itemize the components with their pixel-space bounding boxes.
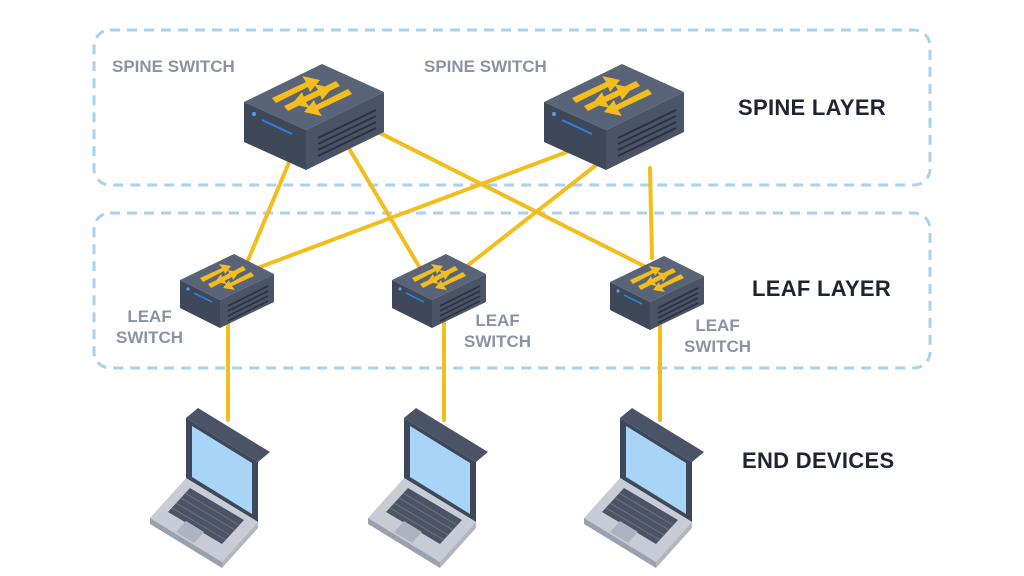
leaf-switch-3-label-line2: SWITCH — [684, 337, 752, 356]
link-spine2-leaf3 — [648, 166, 654, 260]
leaf-layer-box — [92, 211, 932, 370]
laptop-1-icon — [149, 407, 271, 569]
spine-switch-1-label: SPINE SWITCH — [112, 57, 235, 76]
laptop-2-icon — [367, 407, 489, 569]
leaf-layer-title: LEAF LAYER — [752, 276, 892, 301]
leaf-switch-1-label-line1: LEAF — [127, 307, 172, 326]
leaf-switch-3-label: LEAF SWITCH — [684, 315, 751, 357]
link-spine2-leaf2 — [460, 160, 602, 272]
link-spine1-leaf2 — [348, 148, 422, 270]
leaf-switch-2-label-line2: SWITCH — [464, 332, 532, 351]
leaf-switch-2-label-line1: LEAF — [475, 311, 520, 330]
network-links — [226, 130, 662, 422]
leaf-switch-1-label: LEAF SWITCH — [116, 306, 183, 348]
spine-layer-title: SPINE LAYER — [738, 95, 886, 120]
leaf-switch-1-label-line2: SWITCH — [116, 328, 184, 347]
leaf-switch-2-label: LEAF SWITCH — [464, 310, 531, 352]
link-spine2-leaf1 — [250, 148, 574, 272]
laptop-3-icon — [583, 407, 705, 569]
spine-switch-1-icon — [243, 63, 385, 171]
end-devices-title: END DEVICES — [742, 448, 895, 473]
spine-layer-box — [92, 28, 932, 187]
link-spine1-leaf1 — [241, 158, 292, 274]
spine-switch-2-label: SPINE SWITCH — [424, 57, 547, 76]
leaf-switch-3-label-line1: LEAF — [695, 316, 740, 335]
link-spine1-leaf3 — [376, 130, 650, 270]
